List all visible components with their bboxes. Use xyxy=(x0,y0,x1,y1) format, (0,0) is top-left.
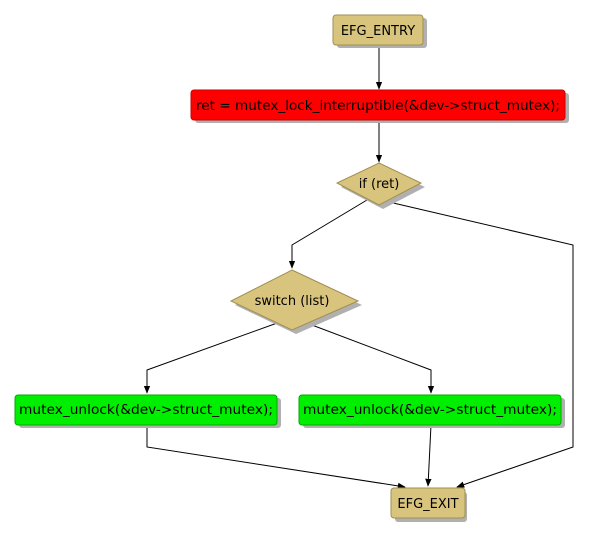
unlock-left-label: mutex_unlock(&dev->struct_mutex); xyxy=(19,403,273,418)
exit-node-label: EFG_EXIT xyxy=(397,497,458,512)
unlock-right-label: mutex_unlock(&dev->struct_mutex); xyxy=(303,403,557,418)
switch-list-node: switch (list) xyxy=(229,269,362,334)
if-ret-node: if (ret) xyxy=(335,162,425,209)
unlock-right-box xyxy=(298,394,562,426)
lock-node: ret = mutex_lock_interruptible(&dev->str… xyxy=(190,89,569,123)
entry-node-box xyxy=(332,14,424,46)
edge-unlock-right-to-exit xyxy=(425,424,432,487)
edge-unlock-left-to-exit xyxy=(146,425,406,490)
exit-node: EFG_EXIT xyxy=(390,487,467,522)
switch-list-label: switch (list) xyxy=(255,294,330,309)
unlock-left-node: mutex_unlock(&dev->struct_mutex); xyxy=(14,394,281,428)
entry-node: EFG_ENTRY xyxy=(332,14,427,48)
entry-node-label: EFG_ENTRY xyxy=(341,24,415,39)
edge-if-ret-to-switch xyxy=(288,199,368,269)
edge-if-ret-to-exit xyxy=(388,201,574,488)
lock-node-label: ret = mutex_lock_interruptible(&dev->str… xyxy=(196,99,560,114)
unlock-left-box xyxy=(14,394,278,426)
edge-switch-to-unlock-right xyxy=(303,321,435,394)
if-ret-diamond xyxy=(335,162,423,206)
if-ret-label: if (ret) xyxy=(359,177,400,192)
switch-list-diamond xyxy=(229,269,360,331)
exit-node-box xyxy=(390,487,466,519)
edge-switch-to-unlock-left xyxy=(143,321,281,394)
lock-node-box xyxy=(190,89,566,121)
unlock-right-node: mutex_unlock(&dev->struct_mutex); xyxy=(298,394,565,428)
edges xyxy=(143,46,574,490)
